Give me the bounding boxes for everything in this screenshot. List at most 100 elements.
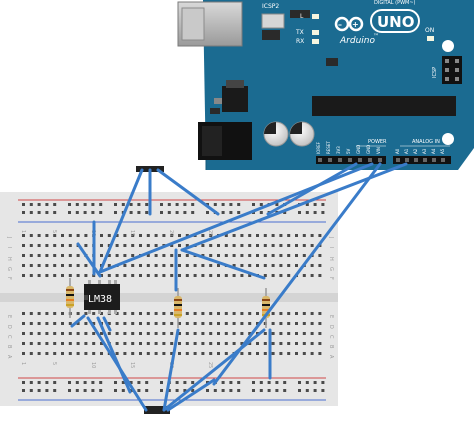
breadboard-hole <box>99 389 103 392</box>
breadboard-hole <box>217 332 220 335</box>
breadboard-hole <box>37 322 41 325</box>
on-label: ON <box>425 27 434 34</box>
wire <box>166 378 216 412</box>
breadboard-hole <box>45 274 49 277</box>
header-pin <box>368 158 372 162</box>
breadboard-hole <box>240 342 244 345</box>
led-on <box>427 36 434 41</box>
rx-label: RX <box>296 38 304 45</box>
breadboard-hole <box>248 254 252 257</box>
breadboard-hole <box>29 211 33 214</box>
breadboard-hole <box>224 244 228 247</box>
wire <box>162 328 180 412</box>
breadboard-hole <box>295 342 298 345</box>
center-channel <box>0 293 338 302</box>
breadboard-hole <box>29 381 33 384</box>
breadboard-hole <box>114 211 117 214</box>
breadboard-hole <box>115 322 119 325</box>
breadboard-hole <box>170 352 174 355</box>
row-letter: F <box>6 277 12 280</box>
header-pin <box>432 158 436 162</box>
breadboard-hole <box>318 312 322 315</box>
breadboard-hole <box>84 312 88 315</box>
breadboard-hole <box>201 264 205 267</box>
breadboard-hole <box>76 264 80 267</box>
breadboard-hole <box>115 342 119 345</box>
row-letter: I <box>6 247 12 248</box>
breadboard-hole <box>76 274 80 277</box>
breadboard-hole <box>170 312 174 315</box>
breadboard-hole <box>263 244 267 247</box>
model-text: UNO <box>377 13 415 31</box>
breadboard-hole <box>91 381 95 384</box>
breadboard-hole <box>224 274 228 277</box>
breadboard-hole <box>193 352 197 355</box>
capacitor <box>263 121 289 147</box>
breadboard-hole <box>321 211 325 214</box>
breadboard-hole <box>45 264 49 267</box>
icsp-label: ICSP <box>432 67 438 78</box>
breadboard-hole <box>295 322 298 325</box>
breadboard-hole <box>84 342 88 345</box>
breadboard-hole <box>76 254 80 257</box>
breadboard-hole <box>240 264 244 267</box>
breadboard-hole <box>178 322 181 325</box>
breadboard-hole <box>302 342 306 345</box>
breadboard-hole <box>185 352 189 355</box>
breadboard-hole <box>53 211 57 214</box>
breadboard-hole <box>91 211 95 214</box>
breadboard-hole <box>178 342 181 345</box>
column-label: 25 <box>207 230 213 236</box>
breadboard-hole <box>37 352 41 355</box>
breadboard-hole <box>185 244 189 247</box>
row-letter: J <box>6 236 12 238</box>
breadboard-hole <box>178 352 181 355</box>
breadboard-hole <box>45 234 49 237</box>
breadboard-hole <box>154 352 158 355</box>
power-pin-label: GND <box>356 145 361 154</box>
breadboard-hole <box>302 254 306 257</box>
breadboard-hole <box>295 254 298 257</box>
breadboard-hole <box>191 203 195 206</box>
breadboard-hole <box>83 381 87 384</box>
smd-component <box>262 30 280 40</box>
breadboard-hole <box>131 264 135 267</box>
breadboard-hole <box>271 244 275 247</box>
breadboard-hole <box>271 264 275 267</box>
breadboard-hole <box>259 381 263 384</box>
breadboard-hole <box>139 352 142 355</box>
breadboard-hole <box>224 332 228 335</box>
breadboard-hole <box>84 332 88 335</box>
breadboard-hole <box>22 211 25 214</box>
breadboard-hole <box>206 389 209 392</box>
breadboard-hole <box>175 203 179 206</box>
breadboard-hole <box>217 342 220 345</box>
breadboard-hole <box>76 312 80 315</box>
breadboard-hole <box>129 389 133 392</box>
breadboard-hole <box>129 203 133 206</box>
breadboard-hole <box>185 322 189 325</box>
breadboard-hole <box>263 332 267 335</box>
breadboard-hole <box>83 389 87 392</box>
breadboard-hole <box>37 264 41 267</box>
breadboard-hole <box>178 332 181 335</box>
breadboard-hole <box>84 264 88 267</box>
breadboard-hole <box>283 211 287 214</box>
breadboard-hole <box>107 264 111 267</box>
breadboard-hole <box>232 244 236 247</box>
breadboard-hole <box>224 254 228 257</box>
breadboard-hole <box>45 312 49 315</box>
breadboard-hole <box>191 211 195 214</box>
breadboard-hole <box>224 352 228 355</box>
row-letter: D <box>6 325 12 329</box>
breadboard-hole <box>310 274 314 277</box>
breadboard-hole <box>107 332 111 335</box>
breadboard-hole <box>160 389 163 392</box>
breadboard-hole <box>271 254 275 257</box>
breadboard-hole <box>37 389 41 392</box>
row-letter: B <box>328 345 334 349</box>
breadboard-hole <box>283 381 287 384</box>
row-letter: B <box>6 345 12 349</box>
breadboard-hole <box>29 312 33 315</box>
breadboard-hole <box>131 254 135 257</box>
